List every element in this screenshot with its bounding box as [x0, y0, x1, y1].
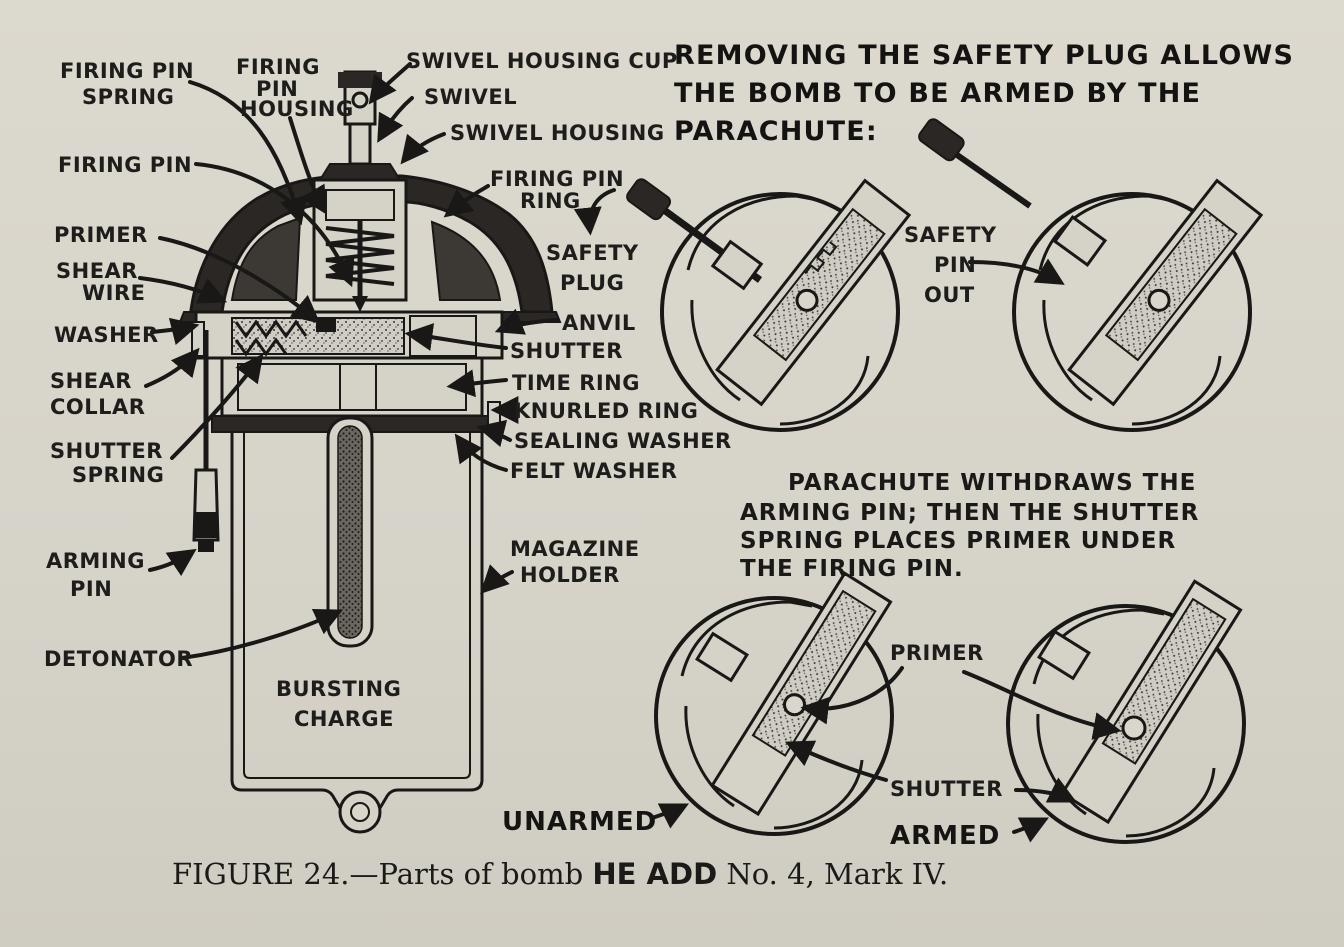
label-shear-wire-1: SHEAR	[56, 259, 138, 283]
caption-dash: —Parts of bomb	[350, 857, 593, 891]
disc-armed	[1006, 579, 1246, 844]
label-swivel: SWIVEL	[424, 85, 517, 109]
label-swivel-housing-cup: SWIVEL HOUSING CUP	[406, 49, 678, 73]
label-safety-pin-out-3: OUT	[924, 283, 975, 307]
right-leader-lines	[573, 188, 1122, 843]
state-labels: UNARMED ARMED	[502, 807, 1000, 851]
heading-mid-line-3: SPRING PLACES PRIMER UNDER	[740, 528, 1176, 554]
heading-mid-line-2: ARMING PIN; THEN THE SHUTTER	[740, 500, 1199, 526]
disc-safety-pin-out	[918, 118, 1264, 432]
label-magazine-holder-2: HOLDER	[520, 563, 620, 587]
heading-top-line-2: THE BOMB TO BE ARMED BY THE	[674, 78, 1201, 109]
label-firing-pin-spring-1: FIRING PIN	[60, 59, 194, 83]
label-detonator: DETONATOR	[44, 647, 193, 671]
caption-rest: No. 4, Mark IV.	[717, 857, 948, 891]
label-bursting-charge-2: CHARGE	[294, 707, 394, 731]
label-shutter-spring-1: SHUTTER	[50, 439, 163, 463]
label-shear-collar-1: SHEAR	[50, 369, 132, 393]
label-washer: WASHER	[54, 323, 159, 347]
label-sealing-washer: SEALING WASHER	[514, 429, 732, 453]
heading-mid-line-4: THE FIRING PIN.	[740, 556, 964, 582]
label-bursting-charge-1: BURSTING	[276, 677, 401, 701]
caption-model: HE ADD	[592, 857, 717, 891]
label-primer-right: PRIMER	[890, 641, 984, 665]
label-safety-plug-1: SAFETY	[546, 241, 639, 265]
label-primer: PRIMER	[54, 223, 148, 247]
label-shear-wire-2: WIRE	[82, 281, 146, 305]
state-unarmed: UNARMED	[502, 807, 657, 837]
part-labels: FIRING PIN SPRING FIRING PIN HOUSING SWI…	[44, 49, 1003, 801]
label-knurled-ring: KNURLED RING	[514, 399, 698, 423]
label-firing-pin-housing-2: PIN	[256, 77, 298, 101]
label-time-ring: TIME RING	[512, 371, 640, 395]
caption-figure: FIGURE 24.	[172, 857, 350, 891]
label-anvil: ANVIL	[562, 311, 636, 335]
state-armed: ARMED	[890, 821, 1000, 851]
label-firing-pin: FIRING PIN	[58, 153, 192, 177]
label-safety-pin-out-1: SAFETY	[904, 223, 997, 247]
headings: REMOVING THE SAFETY PLUG ALLOWS THE BOMB…	[674, 40, 1294, 582]
caption-line: FIGURE 24.—Parts of bomb HE ADD No. 4, M…	[172, 857, 948, 891]
label-firing-pin-ring-2: RING	[520, 189, 581, 213]
label-shutter: SHUTTER	[510, 339, 623, 363]
label-arming-pin-2: PIN	[70, 577, 112, 601]
label-magazine-holder-1: MAGAZINE	[510, 537, 640, 561]
label-swivel-housing: SWIVEL HOUSING	[450, 121, 665, 145]
label-safety-plug-2: PLUG	[560, 271, 624, 295]
label-shutter-spring-2: SPRING	[72, 463, 164, 487]
label-felt-washer: FELT WASHER	[510, 459, 677, 483]
leader-lines	[138, 62, 558, 660]
label-firing-pin-housing-3: HOUSING	[240, 97, 354, 121]
label-shear-collar-2: COLLAR	[50, 395, 145, 419]
label-firing-pin-spring-2: SPRING	[82, 85, 174, 109]
heading-mid-line-1: PARACHUTE WITHDRAWS THE	[788, 470, 1196, 496]
figure-caption: FIGURE 24.—Parts of bomb HE ADD No. 4, M…	[172, 857, 948, 891]
heading-top-line-3: PARACHUTE:	[674, 116, 878, 147]
label-firing-pin-housing-1: FIRING	[236, 55, 320, 79]
heading-top-line-1: REMOVING THE SAFETY PLUG ALLOWS	[674, 40, 1294, 71]
disc-safety-plug-in	[626, 178, 912, 432]
label-firing-pin-ring-1: FIRING PIN	[490, 167, 624, 191]
label-shutter-right: SHUTTER	[890, 777, 1003, 801]
label-safety-pin-out-2: PIN	[934, 253, 976, 277]
label-arming-pin-1: ARMING	[46, 549, 145, 573]
